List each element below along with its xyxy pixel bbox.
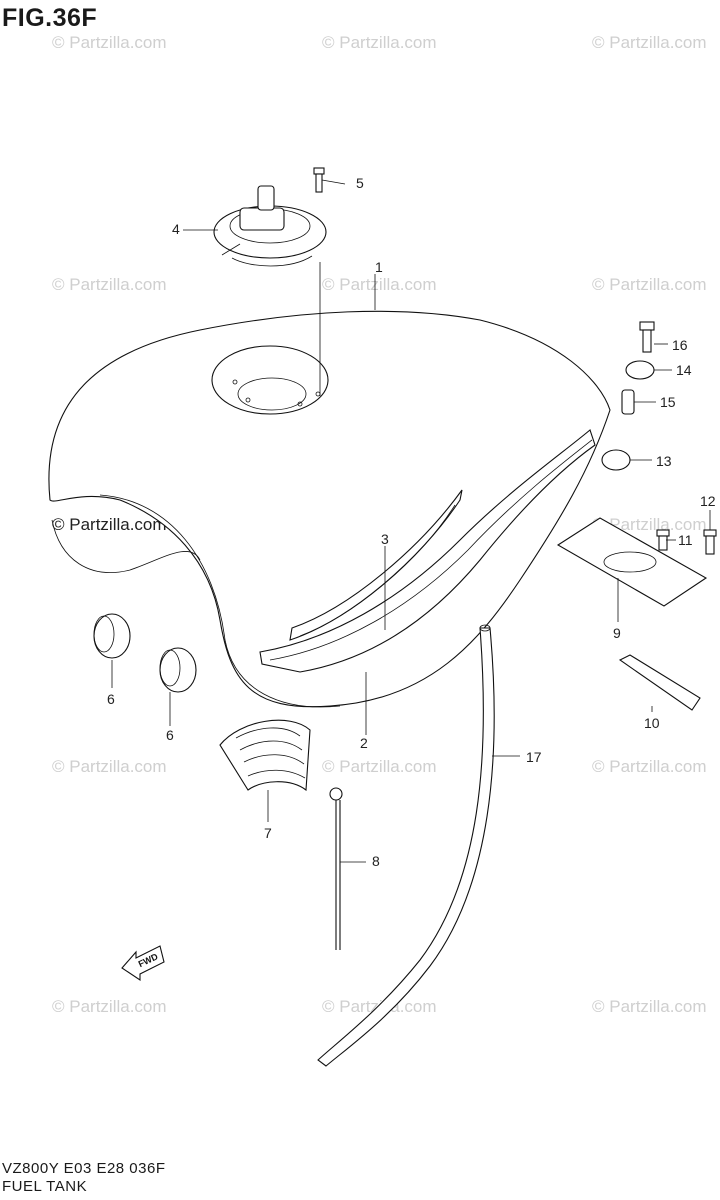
bracket-9 — [556, 517, 708, 607]
damper-13 — [601, 449, 631, 471]
callout-5: 5 — [356, 175, 364, 191]
cap-6a — [93, 613, 131, 659]
watermark-4: © Partzilla.com — [52, 275, 167, 294]
forward-arrow-icon: FWD — [121, 945, 165, 982]
callout-2: 2 — [360, 735, 368, 751]
spacer-15 — [621, 389, 635, 415]
strip-10 — [618, 654, 701, 711]
watermark-10: © Partzilla.com — [322, 757, 437, 776]
hose-17 — [317, 624, 495, 1067]
callout-6a: 6 — [107, 691, 115, 707]
callout-7: 7 — [264, 825, 272, 841]
rod-8 — [329, 787, 343, 950]
callout-16: 16 — [672, 337, 688, 353]
watermark-6: © Partzilla.com — [592, 275, 707, 294]
fuel-cap — [213, 185, 327, 267]
callout-12: 12 — [700, 493, 716, 509]
callout-labels: 1 2 3 4 5 6 6 7 8 9 10 11 12 13 14 15 16… — [107, 175, 716, 869]
callout-13: 13 — [656, 453, 672, 469]
callout-9: 9 — [613, 625, 621, 641]
watermark-9: © Partzilla.com — [52, 757, 167, 776]
diagram-name: FUEL TANK — [2, 1178, 88, 1195]
bolt-5 — [313, 167, 325, 193]
fuel-tank — [48, 310, 611, 708]
callout-11: 11 — [678, 532, 693, 548]
watermark-3: © Partzilla.com — [592, 33, 707, 52]
watermark-2: © Partzilla.com — [322, 33, 437, 52]
callout-10: 10 — [644, 715, 660, 731]
watermark-dark: © Partzilla.com — [52, 515, 167, 534]
callout-1: 1 — [375, 259, 383, 275]
callout-14: 14 — [676, 362, 692, 378]
bolt-12 — [703, 529, 717, 555]
watermark-12: © Partzilla.com — [52, 997, 167, 1016]
watermark-14: © Partzilla.com — [592, 997, 707, 1016]
watermark-1: © Partzilla.com — [52, 33, 167, 52]
watermark-11: © Partzilla.com — [592, 757, 707, 776]
callout-15: 15 — [660, 394, 676, 410]
cushion-7 — [219, 719, 311, 792]
cushion-14 — [625, 360, 655, 380]
callout-4: 4 — [172, 221, 180, 237]
callout-6b: 6 — [166, 727, 174, 743]
cap-6b — [159, 647, 197, 693]
callout-17: 17 — [526, 749, 542, 765]
bolt-11 — [656, 529, 670, 551]
callout-3: 3 — [381, 531, 389, 547]
leader-lines — [111, 179, 711, 863]
callout-8: 8 — [372, 853, 380, 869]
figure-title: FIG.36F — [2, 4, 98, 32]
bolt-16 — [639, 321, 655, 353]
diagram-code: VZ800Y E03 E28 036F — [2, 1160, 166, 1177]
watermark-5: © Partzilla.com — [322, 275, 437, 294]
